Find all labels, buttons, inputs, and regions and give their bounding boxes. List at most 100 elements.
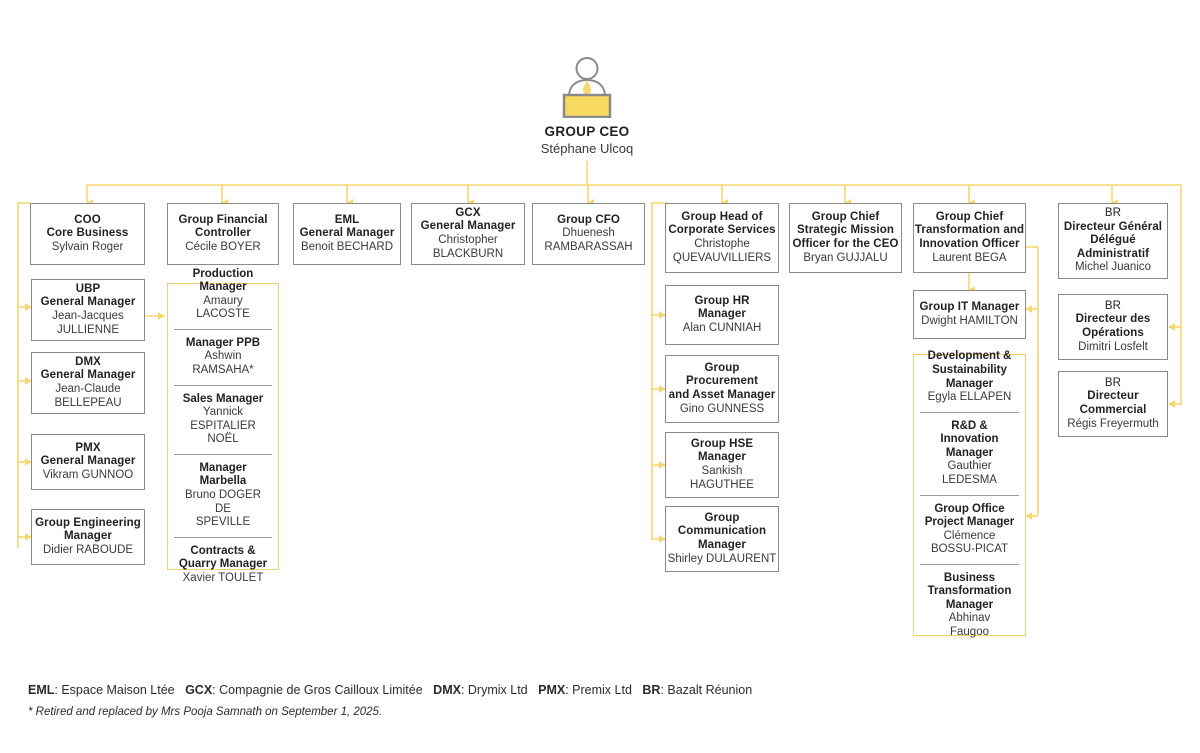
group-item-title: Manager Marbella (199, 461, 247, 488)
group-item-title: Quarry Manager (178, 558, 268, 571)
node-title-line: Group CFO (557, 213, 620, 226)
group-item-person-name: Ashwin RAMSAHA* (192, 350, 254, 377)
ceo-node: GROUP CEO Stéphane Ulcoq (507, 56, 667, 156)
group-item-person-name: Abhinav (948, 612, 991, 625)
node-title-line: Controller (195, 227, 251, 240)
node-title-line: Opérations (1082, 327, 1144, 339)
legend-entry: PMX: Premix Ltd (538, 683, 635, 697)
person-podium-icon (562, 57, 612, 118)
group-item-title: Sales Manager (182, 392, 264, 405)
legend-abbreviations: EML: Espace Maison Ltée GCX: Compagnie d… (28, 681, 1148, 700)
group-item-title: Manager PPB (185, 336, 261, 349)
group-item-person-name: Amaury LACOSTE (196, 294, 250, 321)
node-title-line: Group Financial (178, 213, 268, 226)
node-title-line: Transformation and (914, 224, 1025, 237)
node-person-name: Régis Freyermuth (1067, 417, 1159, 430)
group-item-person-name: Faugoo (949, 626, 989, 638)
legend-code: DMX (433, 683, 461, 697)
group-item-title: Business (943, 571, 996, 584)
ceo-title: GROUP CEO (544, 124, 630, 139)
group-item-title: Sustainability (932, 364, 1007, 376)
legend-meaning: : Drymix Ltd (460, 683, 532, 697)
group-item-title: Project Manager (924, 516, 1015, 529)
group-item-title: Group Office (934, 502, 1005, 515)
group-item-person-name: ESPITALIER NOËL (190, 419, 256, 446)
group-item-person-name: Clémence (943, 529, 996, 542)
node-person-name: Alan CUNNIAH (682, 321, 762, 334)
node-person-name: Jean-Claude (55, 383, 121, 395)
node-title-line: and Asset Manager (668, 389, 776, 401)
group-item-title: R&D & Innovation (940, 419, 999, 446)
node-person-name: BLACKBURN (432, 247, 504, 260)
node-title-line: Group Engineering (35, 516, 141, 529)
node-title-line: Group (704, 361, 740, 374)
node-title-line: Group Head of (681, 210, 763, 223)
node-title-line: Communication (677, 525, 767, 538)
node-title-line: UBP (75, 282, 101, 295)
group-item-person-name: Bruno DOGER DE (184, 488, 262, 515)
node-title-line: Group HR (694, 294, 750, 307)
legend-entry: GCX: Compagnie de Gros Cailloux Limitée (185, 683, 426, 697)
node-title-line: Manager (64, 530, 112, 543)
node-person-name: Bryan GUJJALU (803, 251, 888, 264)
node-person-name: Shirley DULAURENT (667, 552, 777, 565)
legend-meaning: : Bazalt Réunion (660, 683, 753, 697)
node-title-line: Directeur (1087, 390, 1139, 403)
node-title-line: DMX (75, 355, 101, 368)
legend-meaning: : Premix Ltd (565, 683, 636, 697)
group-item-title: Manager (199, 281, 247, 294)
node-title-line: Group HSE (690, 437, 754, 450)
node-person-name: Sankish (701, 465, 743, 477)
node-title-line: Strategic Mission (797, 224, 894, 237)
node-title-line: Group (704, 511, 740, 524)
node-title-line: Manager (698, 539, 746, 551)
legend-code: GCX (185, 683, 213, 697)
node-title-line: Group Chief (811, 210, 880, 223)
node-title-line: Procurement (685, 375, 759, 388)
node-person-name: QUEVAUVILLIERS (672, 251, 772, 264)
node-title-line: General Manager (40, 296, 136, 309)
node-title-line: Officer for the CEO (792, 238, 899, 250)
node-person-name: Dimitri Losfelt (1078, 340, 1148, 353)
node-title-line: COO (74, 213, 101, 226)
group-item-title: Development & (927, 350, 1012, 363)
group-item-person-name: Xavier TOULET (182, 571, 264, 584)
node-title-line: GCX (455, 206, 481, 219)
legend-meaning: : Espace Maison Ltée (54, 683, 179, 697)
node-title-line: General Manager (420, 220, 516, 233)
group-item-title: Transformation (927, 585, 1012, 598)
group-item-person-name: Yannick (202, 406, 244, 419)
node-person-name: Cécile BOYER (185, 240, 261, 253)
